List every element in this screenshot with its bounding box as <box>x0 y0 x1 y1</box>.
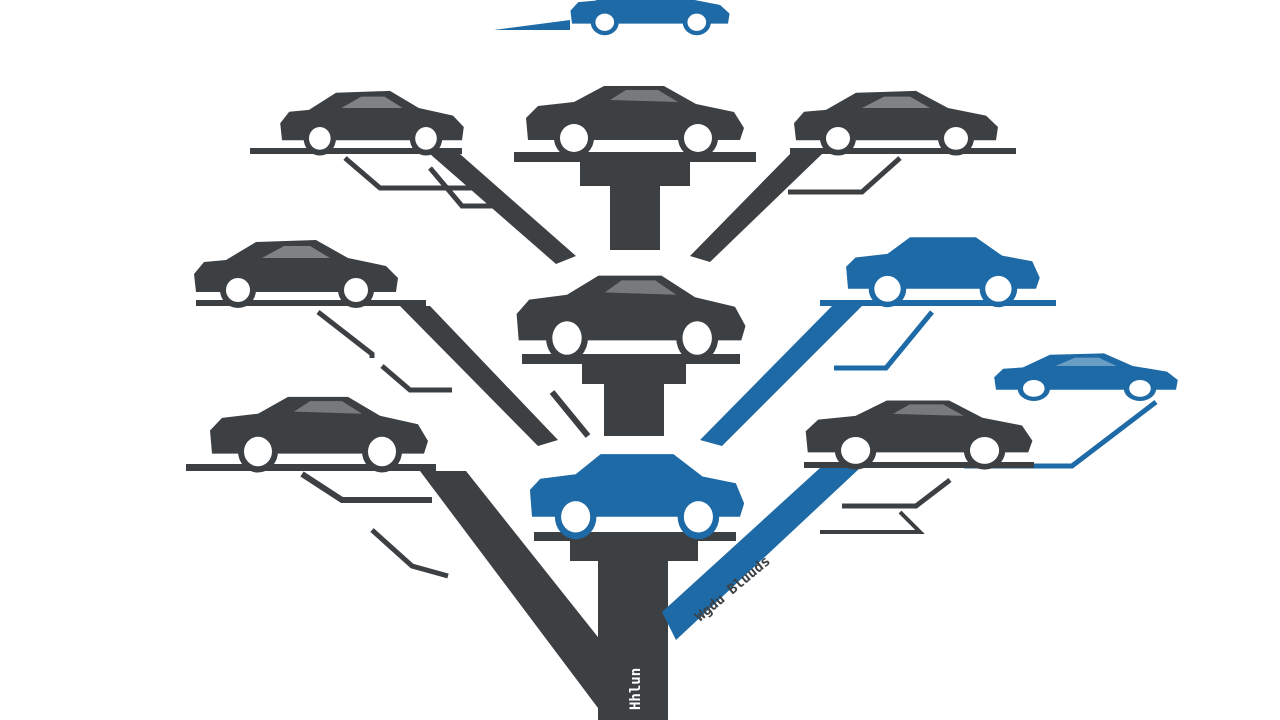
branch-tier3-left <box>420 471 640 716</box>
branch-tier2-right <box>700 306 862 446</box>
platform-tier3-left <box>186 464 436 471</box>
car-tier1-center <box>526 86 744 158</box>
platform-bottom-center <box>534 532 736 541</box>
branch-tier2-left <box>400 306 558 446</box>
tree-structure <box>186 148 1158 720</box>
car-small-right <box>994 353 1178 401</box>
car-tier3-right <box>805 400 1033 470</box>
platform-tier2-left <box>196 300 426 306</box>
car-tier1-right <box>794 90 998 156</box>
car-tier2-left <box>194 240 398 308</box>
branch-tier3-right <box>662 468 860 640</box>
label-trunk: Hhlun <box>628 668 644 710</box>
car-tier3-left <box>210 396 428 473</box>
platform-tier1-left <box>250 148 462 154</box>
car-bottom-center <box>529 454 745 540</box>
platform-tier1-center <box>514 152 756 162</box>
platform-tier2-center <box>522 354 740 364</box>
branch-tier1-left <box>430 154 576 264</box>
car-tier2-right <box>846 237 1040 308</box>
branch-tier1-right <box>690 154 822 262</box>
platform-tier3-right <box>804 462 1034 468</box>
platform-tier1-right <box>790 148 1016 154</box>
car-top-blue <box>570 0 730 36</box>
car-tier1-left <box>280 90 464 156</box>
speed-streak <box>494 20 570 30</box>
car-tier2-center <box>516 275 746 362</box>
platform-tier2-right <box>820 300 1056 306</box>
